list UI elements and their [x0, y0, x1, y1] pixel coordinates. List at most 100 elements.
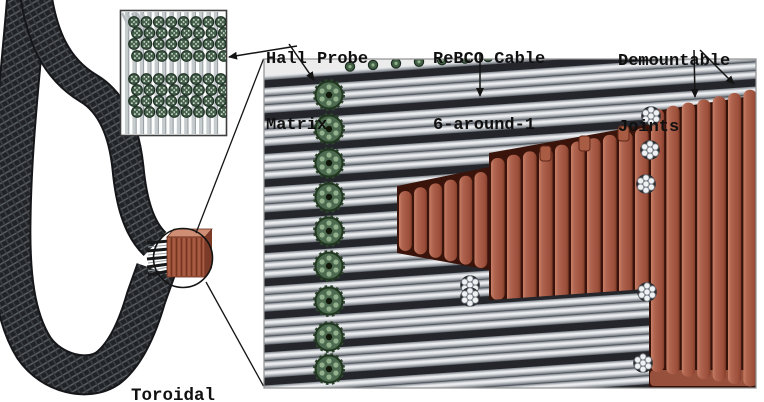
inset-probe-ring — [143, 27, 156, 39]
inset-probe-ring — [190, 95, 202, 107]
inset-probe-ring — [190, 38, 202, 50]
inset-probe-ring — [131, 50, 143, 62]
joint-fin — [587, 138, 601, 330]
inset-probe-ring — [180, 106, 193, 118]
inset-probe-ring — [152, 38, 165, 50]
inset-probe-ring — [128, 16, 140, 28]
inset-probe-ring — [205, 84, 218, 96]
coil-joint-block — [166, 228, 213, 278]
inset-probe-ring — [140, 95, 153, 107]
inset-probe-ring — [193, 106, 205, 118]
bundle-end-cap — [636, 174, 656, 194]
hall-probe-ring — [313, 250, 345, 282]
inset-probe-rings — [128, 16, 226, 118]
inset-probe-ring — [131, 106, 143, 118]
coil-conductor-fan-highlights — [147, 244, 170, 272]
label-line: Joints — [618, 118, 680, 137]
hall-probe-ring — [313, 285, 345, 317]
bundle-end-cap — [640, 140, 660, 160]
joint-fin — [429, 183, 442, 258]
joint-fin — [444, 179, 458, 262]
zoom-circle — [152, 227, 214, 289]
inset-probe-ring — [168, 50, 181, 62]
inset-probe-ring — [140, 16, 153, 28]
zoom-callout-line-top — [195, 58, 265, 234]
termination-clamp — [617, 125, 630, 142]
inset-probe-ring — [193, 84, 205, 96]
label-line: Demountable — [618, 52, 731, 71]
hall-probe-ring — [313, 215, 345, 247]
label-demountable-joints: Demountable Joints — [618, 7, 730, 161]
joint-fin — [523, 151, 537, 310]
hall-probe-top-row — [344, 59, 493, 72]
inset-probe-ring — [214, 95, 226, 107]
arrow-hall-to-inset — [228, 45, 298, 60]
pointer-arrows — [228, 43, 735, 98]
inset-probe-ring — [214, 38, 226, 50]
termination-clamp — [578, 135, 591, 152]
inset-probe-ring — [193, 50, 205, 62]
inset-probe-ring — [190, 16, 202, 28]
joint-fin — [555, 144, 569, 320]
zoom-callout-line-bottom — [205, 281, 265, 387]
hall-probe-ring-small — [367, 59, 379, 71]
hall-probe-column — [313, 79, 345, 385]
inset-probe-ring — [155, 106, 168, 118]
inset-probe-ring — [180, 50, 193, 62]
inset-probe-ring — [217, 84, 226, 96]
inset-probe-ring — [217, 50, 226, 62]
joint-fin — [697, 99, 711, 380]
inset-probe-ring — [165, 73, 178, 85]
inset-probe-ring — [202, 38, 215, 50]
detail-panel — [263, 58, 757, 389]
inset-probe-ring — [152, 16, 165, 28]
hall-probe-ring-small — [390, 59, 402, 69]
inset-probe-ring — [128, 73, 140, 85]
joint-fin — [666, 105, 680, 375]
inset-probe-ring — [214, 73, 226, 85]
label-toroidal-field-coil: Toroidal Field Coil — [131, 339, 236, 402]
inset-probe-ring — [165, 95, 178, 107]
termination-clamp — [539, 145, 552, 162]
inset-probe-ring — [202, 16, 215, 28]
bundle-end-cap — [633, 353, 653, 373]
joint-fin — [728, 93, 742, 384]
inset-probe-ring — [177, 16, 190, 28]
joint-fin — [459, 175, 473, 265]
joint-fin — [474, 172, 488, 268]
inset-probe-ring — [177, 73, 190, 85]
joint-fin — [651, 109, 665, 372]
inset-probe-ring — [143, 106, 156, 118]
inset-probe-ring — [131, 84, 143, 96]
inset-probe-ring — [143, 50, 156, 62]
arrow-joints-right — [699, 49, 735, 85]
joint-fin — [743, 89, 756, 387]
toroidal-field-coil-illustration — [0, 0, 213, 396]
label-line: Toroidal — [131, 386, 216, 402]
label-line: Matrix — [266, 116, 328, 135]
inset-probe-ring — [152, 95, 165, 107]
joint-fin — [507, 154, 521, 305]
coil-leg-braid — [0, 0, 174, 394]
hall-probe-ring — [313, 79, 345, 111]
inset-probe-ring — [180, 84, 193, 96]
inset-probe-ring — [128, 95, 140, 107]
inset-probe-ring — [205, 106, 218, 118]
joint-fin — [619, 131, 633, 340]
panel-border — [263, 58, 757, 389]
hall-probe-ring-small — [413, 59, 425, 68]
inset-probe-ring — [205, 50, 218, 62]
inset-probe-ring — [168, 84, 181, 96]
inset-probe-ring — [168, 27, 181, 39]
joint-fin — [539, 148, 553, 315]
cable-termination-clamps — [539, 125, 630, 162]
joint-fin — [399, 191, 412, 251]
inset-probe-ring — [128, 38, 140, 50]
bundle-end-cap — [637, 282, 657, 302]
joint-fin — [712, 96, 726, 382]
arrow-hall-to-probe — [288, 43, 315, 81]
coil-scurve-braid — [21, 0, 166, 255]
hall-probe-ring — [313, 113, 345, 145]
inset-probe-ring — [180, 27, 193, 39]
